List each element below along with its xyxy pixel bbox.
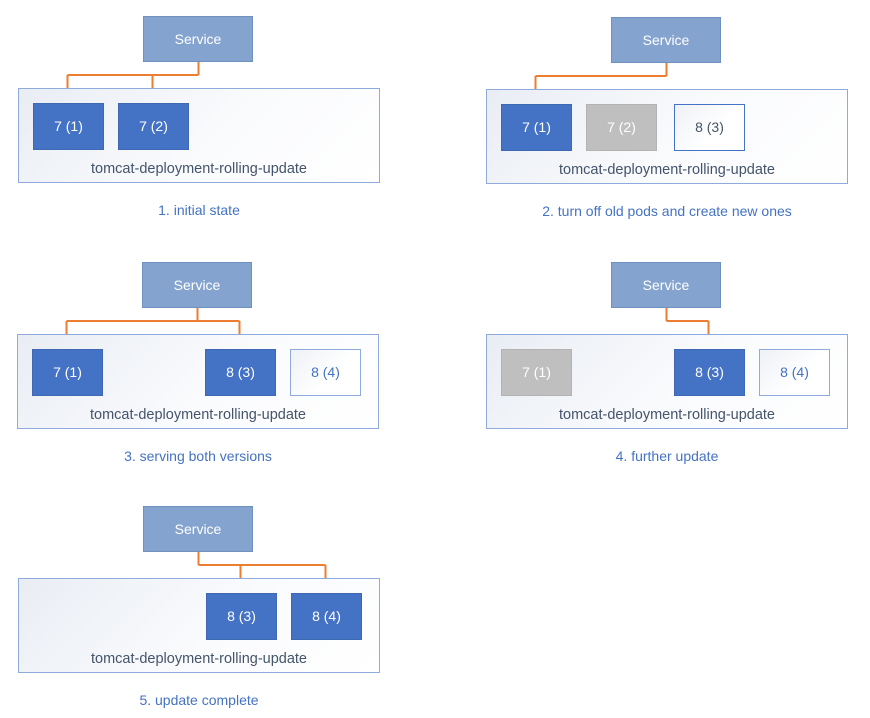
deployment-label: tomcat-deployment-rolling-update — [559, 162, 775, 178]
service-box: Service — [143, 506, 253, 552]
pod-8-3: 8 (3) — [205, 349, 276, 396]
pod-7-2: 7 (2) — [118, 103, 189, 150]
service-box: Service — [611, 262, 721, 308]
pod-8-3: 8 (3) — [674, 349, 745, 396]
service-box: Service — [611, 17, 721, 63]
pod-7-1: 7 (1) — [33, 103, 104, 150]
pod-7-2: 7 (2) — [586, 104, 657, 151]
deployment-label: tomcat-deployment-rolling-update — [559, 407, 775, 423]
deployment-box: 7 (1) 7 (2) 8 (3) tomcat-deployment-rollin… — [486, 89, 848, 184]
pod-8-4: 8 (4) — [759, 349, 830, 396]
panel-caption: 3. serving both versions — [124, 448, 272, 464]
pod-8-4: 8 (4) — [291, 593, 362, 640]
pod-7-1: 7 (1) — [32, 349, 103, 396]
pod-7-1: 7 (1) — [501, 104, 572, 151]
service-box: Service — [142, 262, 252, 308]
panel-caption: 5. update complete — [139, 692, 259, 708]
panel-caption: 4. further update — [615, 448, 719, 464]
service-box: Service — [143, 16, 253, 62]
pod-8-4: 8 (4) — [290, 349, 361, 396]
deployment-box: 8 (3) 8 (4) tomcat-deployment-rolling-upd… — [18, 578, 380, 673]
panel-turn-off-old-pods: Service 7 (1) 7 (2) 8 (3) tomcat-deploymen… — [486, 17, 848, 225]
pod-8-3: 8 (3) — [206, 593, 277, 640]
deployment-box: 7 (1) 8 (3) 8 (4) tomcat-deployment-rollin… — [17, 334, 379, 429]
panel-update-complete: Service 8 (3) 8 (4) tomcat-deployment-rol… — [18, 506, 380, 714]
panel-caption: 2. turn off old pods and create new ones — [542, 203, 792, 219]
deployment-box: 7 (1) 7 (2) tomcat-deployment-rolling-upd… — [18, 88, 380, 183]
panel-further-update: Service 7 (1) 8 (3) 8 (4) tomcat-deploymen… — [486, 262, 848, 470]
pod-7-1: 7 (1) — [501, 349, 572, 396]
deployment-label: tomcat-deployment-rolling-update — [90, 407, 306, 423]
panel-caption: 1. initial state — [158, 202, 240, 218]
deployment-box: 7 (1) 8 (3) 8 (4) tomcat-deployment-rollin… — [486, 334, 848, 429]
panel-initial-state: Service 7 (1) 7 (2) tomcat-deployment-rol… — [18, 16, 380, 224]
panel-serving-both-versions: Service 7 (1) 8 (3) 8 (4) tomcat-deploymen… — [17, 262, 379, 470]
pod-8-3: 8 (3) — [674, 104, 745, 151]
deployment-label: tomcat-deployment-rolling-update — [91, 161, 307, 177]
deployment-label: tomcat-deployment-rolling-update — [91, 651, 307, 667]
